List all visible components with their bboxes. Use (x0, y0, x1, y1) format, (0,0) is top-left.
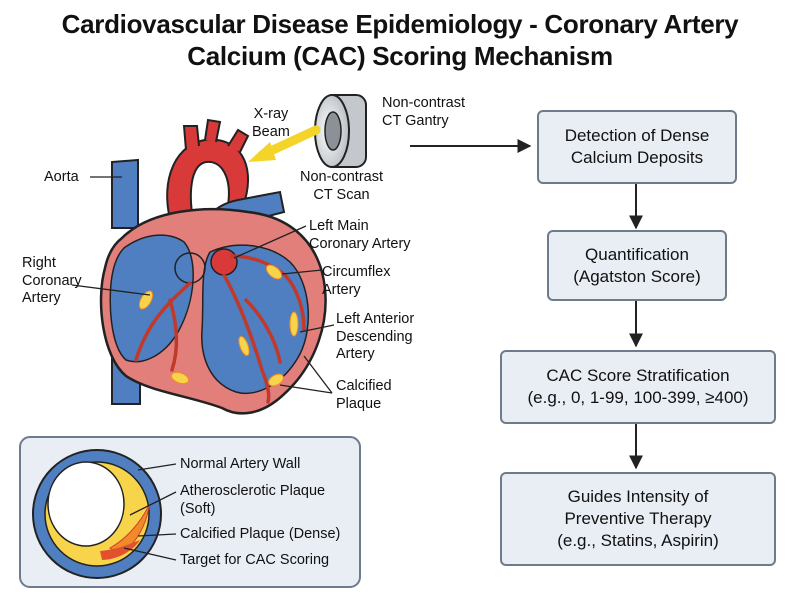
circumflex-label: Circumflex Artery (322, 264, 391, 298)
right-coronary-label: Right Coronary Artery (22, 255, 82, 306)
page-title: Cardiovascular Disease Epidemiology - Co… (0, 8, 800, 72)
cac-target-label: Target for CAC Scoring (180, 552, 330, 568)
title-line-2: Calcium (CAC) Scoring Mechanism (187, 41, 613, 71)
ct-gantry-icon (314, 94, 367, 168)
soft-plaque-label: Atherosclerotic Plaque (Soft) (180, 483, 326, 517)
lad-label: Left Anterior Descending Artery (336, 311, 415, 362)
heart-leader-lines (71, 176, 335, 394)
calcified-plaque-label: Calcified Plaque (336, 378, 392, 412)
title-line-1: Cardiovascular Disease Epidemiology - Co… (61, 9, 739, 39)
flow-step-quantification: Quantification(Agatston Score) (547, 230, 727, 301)
left-main-label: Left Main Coronary Artery (309, 218, 411, 252)
dense-plaque-label: Calcified Plaque (Dense) (180, 526, 341, 542)
heart-illustration (99, 118, 327, 415)
normal-wall-label: Normal Artery Wall (180, 456, 301, 472)
flow-step-stratification: CAC Score Stratification(e.g., 0, 1-99, … (500, 350, 776, 424)
aorta-label: Aorta (44, 169, 79, 185)
xray-beam-arrow (248, 125, 321, 162)
artery-cross-section (19, 436, 361, 588)
